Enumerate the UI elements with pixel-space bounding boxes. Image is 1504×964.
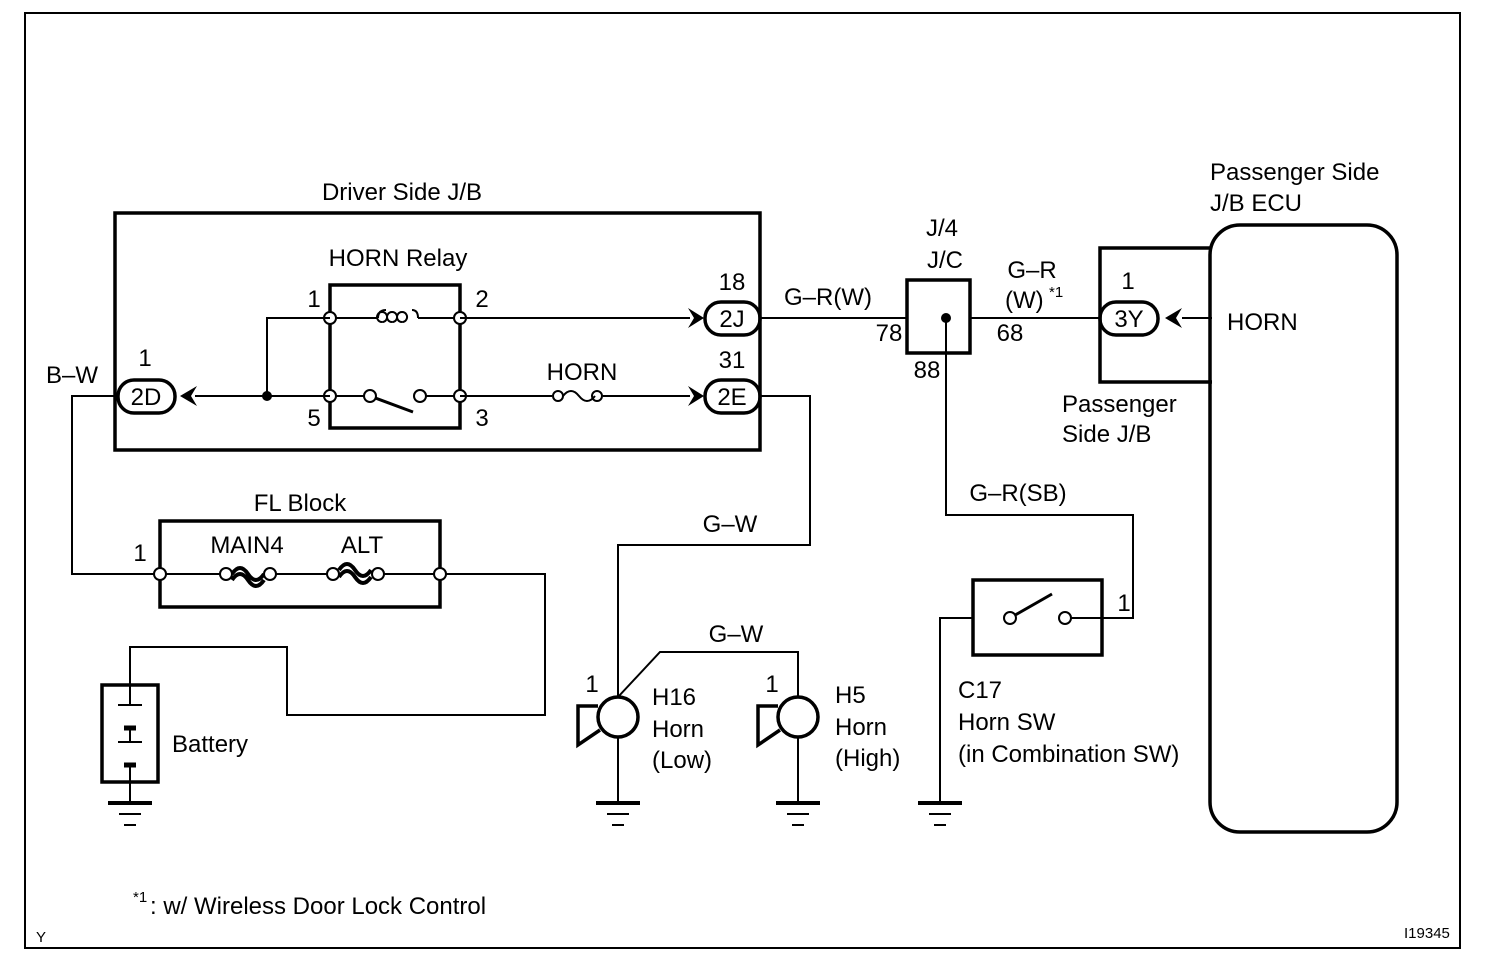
wire-label-gr: G–R bbox=[1007, 257, 1056, 284]
svg-text:H5: H5 bbox=[835, 682, 866, 709]
alt-fuse-icon bbox=[337, 562, 373, 585]
jc-wires bbox=[760, 317, 1134, 802]
wire-label-gr-sb: G–R(SB) bbox=[969, 480, 1066, 507]
svg-text:J/C: J/C bbox=[927, 247, 963, 274]
svg-text:2E: 2E bbox=[717, 384, 746, 411]
svg-text:68: 68 bbox=[997, 320, 1024, 347]
svg-text:31: 31 bbox=[719, 347, 746, 374]
horn-fuse-icon bbox=[552, 390, 603, 402]
switch-icon bbox=[1009, 592, 1053, 620]
connector-3y: 3Y bbox=[1114, 306, 1143, 333]
svg-text:1: 1 bbox=[765, 671, 778, 698]
wire-label-gw: G–W bbox=[703, 511, 758, 538]
wire-label-gr-w: G–R(W) bbox=[784, 284, 872, 311]
ground-icon bbox=[596, 801, 640, 826]
relay-switch-icon bbox=[369, 394, 414, 414]
svg-text:Passenger Side: Passenger Side bbox=[1210, 159, 1379, 186]
passenger-side-jb: 3Y 1 Passenger Side J/B bbox=[1062, 246, 1212, 448]
battery-wires bbox=[71, 395, 546, 716]
alt-fuse-label: ALT bbox=[341, 532, 384, 559]
svg-text:J/B ECU: J/B ECU bbox=[1210, 190, 1302, 217]
wire-label-gw-2: G–W bbox=[709, 621, 764, 648]
ground-icon bbox=[776, 801, 820, 826]
driver-side-jb: Driver Side J/B bbox=[113, 179, 762, 452]
svg-text:J/4: J/4 bbox=[926, 215, 958, 242]
relay-pin-5: 5 bbox=[307, 405, 320, 432]
horn-wires bbox=[617, 395, 811, 802]
svg-text:1: 1 bbox=[585, 671, 598, 698]
svg-text:88: 88 bbox=[914, 357, 941, 384]
svg-text:H16: H16 bbox=[652, 684, 696, 711]
fl-block: FL Block 1 MAIN4 ALT bbox=[133, 490, 447, 609]
diagram-border bbox=[24, 12, 1461, 949]
horn-high: 1 H5 Horn (High) bbox=[756, 671, 900, 826]
connector-2e: 2E 31 bbox=[688, 347, 762, 415]
svg-text:2D: 2D bbox=[131, 384, 162, 411]
junction-connector-j4: J/4 J/C 78 68 88 bbox=[876, 215, 1024, 384]
svg-text:1: 1 bbox=[133, 540, 146, 567]
svg-text:Passenger: Passenger bbox=[1062, 391, 1177, 418]
svg-text:1: 1 bbox=[138, 345, 151, 372]
horn-icon bbox=[756, 704, 781, 749]
splice-dot bbox=[262, 391, 272, 401]
horn-relay: HORN Relay 1 2 5 3 bbox=[307, 245, 488, 432]
horn-fuse-label: HORN bbox=[547, 359, 618, 386]
svg-text:C17: C17 bbox=[958, 677, 1002, 704]
corner-code: Y bbox=[36, 929, 46, 946]
ground-icon bbox=[108, 801, 152, 826]
svg-text:Horn: Horn bbox=[835, 714, 887, 741]
horn-switch-c17: 1 C17 Horn SW (in Combination SW) bbox=[918, 578, 1179, 826]
svg-text:(High): (High) bbox=[835, 745, 900, 772]
ecu-horn-label: HORN bbox=[1227, 309, 1298, 336]
battery-label: Battery bbox=[172, 731, 248, 758]
figure-id: I19345 bbox=[1404, 925, 1450, 942]
svg-text:18: 18 bbox=[719, 269, 746, 296]
svg-text:2J: 2J bbox=[719, 306, 744, 333]
driver-jb-label: Driver Side J/B bbox=[322, 179, 482, 206]
connector-2j: 2J 18 bbox=[688, 269, 762, 337]
svg-text:78: 78 bbox=[876, 320, 903, 347]
wire-label-w-note: (W) bbox=[1005, 287, 1044, 314]
relay-pin-1: 1 bbox=[307, 286, 320, 313]
passenger-jb-ecu: Passenger Side J/B ECU HORN bbox=[1208, 159, 1399, 834]
relay-pin-2: 2 bbox=[475, 286, 488, 313]
main4-fuse-icon bbox=[230, 566, 266, 588]
horn-low: 1 H16 Horn (Low) bbox=[576, 671, 712, 826]
svg-text:Horn SW: Horn SW bbox=[958, 709, 1056, 736]
svg-text:1: 1 bbox=[1117, 590, 1130, 617]
horn-icon bbox=[576, 704, 601, 749]
svg-text:Side J/B: Side J/B bbox=[1062, 421, 1151, 448]
svg-text:1: 1 bbox=[1121, 268, 1134, 295]
wire-label-bw: B–W bbox=[46, 362, 98, 389]
relay-pin-3: 3 bbox=[475, 405, 488, 432]
fl-block-label: FL Block bbox=[254, 490, 347, 517]
svg-text:(in Combination SW): (in Combination SW) bbox=[958, 741, 1179, 768]
svg-text:Horn: Horn bbox=[652, 716, 704, 743]
horn-relay-label: HORN Relay bbox=[329, 245, 468, 272]
battery: Battery bbox=[100, 683, 248, 826]
footnote-mark: *1 bbox=[133, 889, 147, 906]
ground-icon bbox=[918, 801, 962, 826]
relay-coil-icon bbox=[376, 309, 419, 323]
wire-label-footnote-mark: *1 bbox=[1049, 284, 1063, 301]
svg-text:(Low): (Low) bbox=[652, 747, 712, 774]
main4-fuse-label: MAIN4 bbox=[210, 532, 283, 559]
connector-2d: 2D 1 bbox=[116, 345, 197, 415]
footnote-text: : w/ Wireless Door Lock Control bbox=[150, 893, 486, 920]
